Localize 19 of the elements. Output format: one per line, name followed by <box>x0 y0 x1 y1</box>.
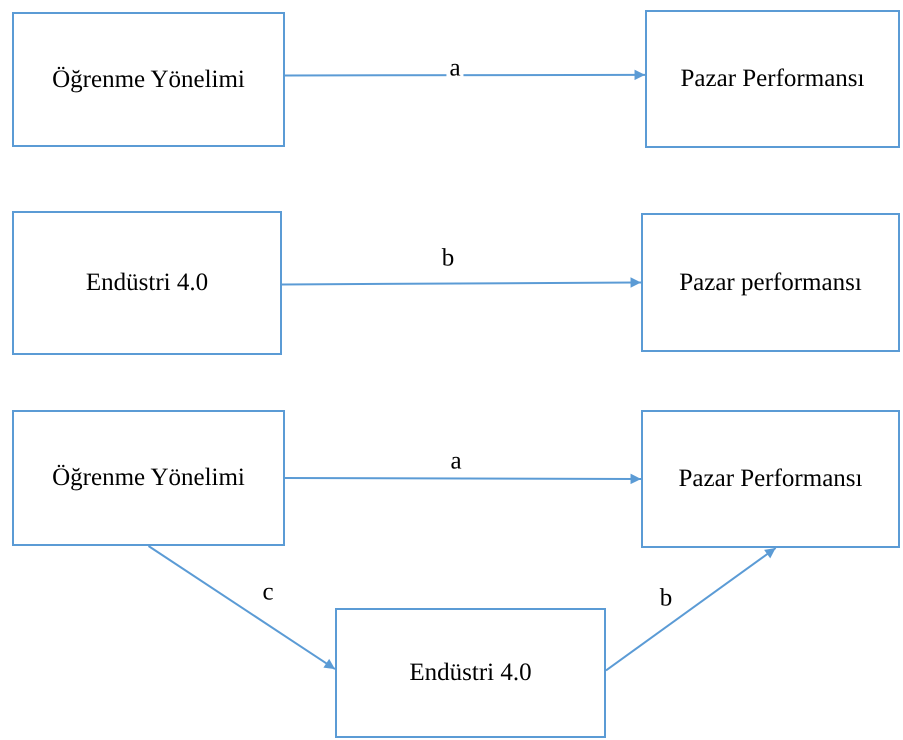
concept-label: Endüstri 4.0 <box>86 268 208 298</box>
arrow <box>605 547 776 672</box>
arrow <box>285 70 646 80</box>
concept-box <box>12 410 285 546</box>
concept-box <box>12 211 282 355</box>
concept-box <box>335 608 606 738</box>
concept-box <box>641 410 900 548</box>
concept-box <box>641 213 900 352</box>
concept-label: Öğrenme Yönelimi <box>52 463 245 493</box>
arrow <box>282 277 642 288</box>
arrow <box>148 545 336 670</box>
concept-label: Endüstri 4.0 <box>409 658 532 688</box>
concept-box <box>12 12 285 147</box>
concept-label: Pazar Performansı <box>680 64 864 94</box>
concept-label: Pazar Performansı <box>678 464 862 494</box>
concept-label: Öğrenme Yönelimi <box>52 64 245 94</box>
concept-label: Pazar performansı <box>679 268 862 298</box>
arrow <box>285 474 642 484</box>
concept-box <box>645 10 900 148</box>
